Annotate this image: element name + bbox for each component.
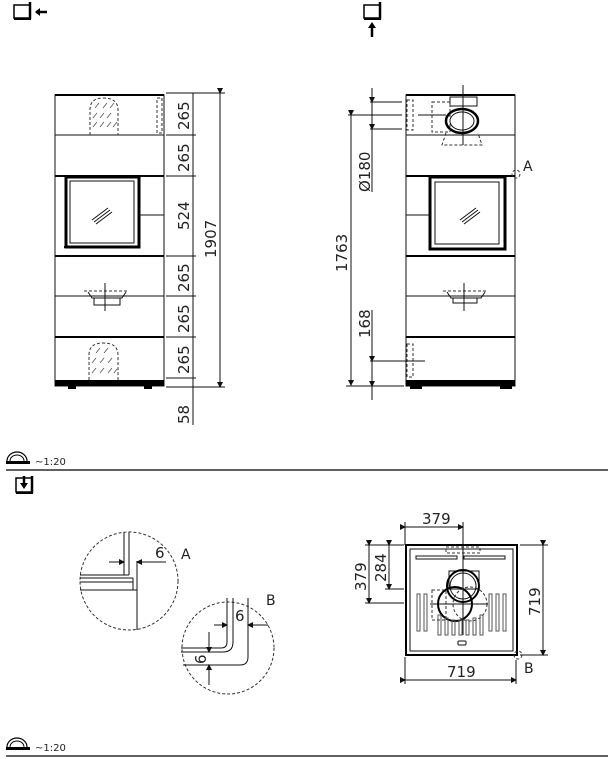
front-dimension-lines [166,88,225,425]
top-dim-width: 719 [447,663,476,681]
top-dim-flue-offset-y: 379 [352,562,370,591]
side-dimension-lines [346,88,425,400]
front-dim-segment-4: 265 [175,263,193,292]
detail-marker-b: B [524,661,534,677]
front-dim-total-height: 1907 [202,220,220,258]
front-dim-segment-5: 265 [175,304,193,333]
top-dimension-lines [365,522,548,684]
side-dim-flue-height: 1763 [333,234,351,272]
scale-text-1: ~1:20 [35,457,66,468]
top-dim-depth: 719 [526,587,544,616]
front-view-drawing [54,94,165,389]
front-dim-foot-height: 58 [175,405,193,424]
scale-ruler-icon [6,451,30,464]
front-dim-segment-6: 265 [175,345,193,374]
front-dim-segment-2: 265 [175,143,193,172]
detail-a-label: A [181,547,191,563]
view-from-top-icon [15,476,34,494]
detail-a-drawing [79,531,179,631]
detail-b-gap-vertical: 6 [192,654,210,664]
side-dim-flue-diameter: Ø180 [356,152,374,192]
top-view-drawing [405,544,523,660]
front-dim-segment-1: 265 [175,101,193,130]
detail-b-gap-horizontal: 6 [235,607,245,625]
side-view-drawing [405,85,521,389]
detail-b-drawing [181,598,275,695]
detail-b-label: B [266,593,276,609]
view-from-front-icon [363,2,382,37]
view-from-left-icon [13,2,47,20]
scale-text-2: ~1:20 [35,743,66,754]
top-dim-flue-offset-x: 379 [422,510,451,528]
detail-a-gap: 6 [155,544,165,562]
scale-ruler-icon-2 [6,737,30,750]
front-dim-segment-3: 524 [175,201,193,230]
top-dim-inner-offset-y: 284 [372,553,390,582]
side-dim-bottom-outlet: 168 [356,309,374,338]
detail-marker-a: A [523,159,533,175]
